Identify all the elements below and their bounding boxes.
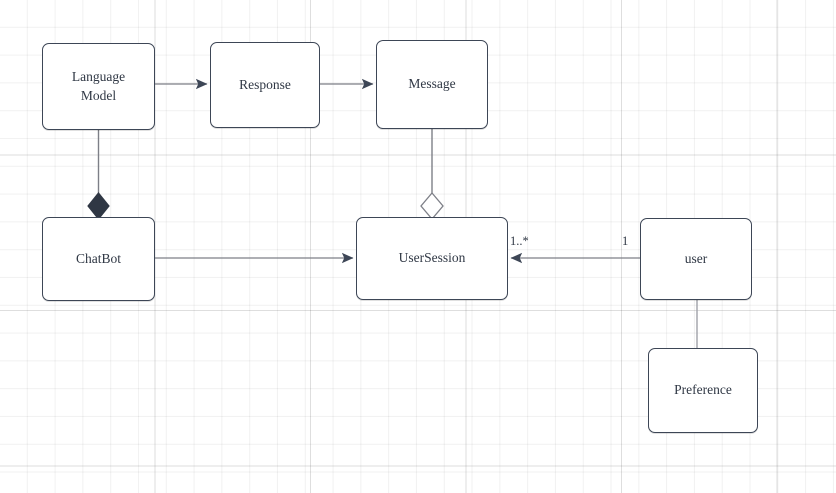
filled-diamond-marker bbox=[87, 192, 110, 220]
node-user-label: user bbox=[684, 250, 708, 266]
node-language-model[interactable]: Language Model bbox=[42, 43, 155, 130]
node-usersession-label: UserSession bbox=[398, 250, 466, 266]
node-chatbot-label: ChatBot bbox=[75, 250, 121, 266]
node-preference[interactable]: Preference bbox=[648, 348, 758, 433]
node-response[interactable]: Response bbox=[210, 42, 320, 128]
node-message-label: Message bbox=[408, 76, 456, 92]
edge-language-model-to-chatbot bbox=[87, 130, 110, 220]
edge-message-to-usersession bbox=[420, 129, 444, 221]
node-preference-label: Preference bbox=[674, 382, 732, 398]
node-response-label: Response bbox=[239, 76, 291, 92]
node-usersession[interactable]: UserSession bbox=[356, 217, 508, 300]
node-message[interactable]: Message bbox=[376, 40, 488, 129]
node-language-model-label: Language Model bbox=[71, 69, 126, 103]
multiplicity-user: 1 bbox=[622, 234, 629, 248]
multiplicity-usersession: 1..* bbox=[510, 234, 529, 248]
node-user[interactable]: user bbox=[640, 218, 752, 300]
hollow-diamond-marker bbox=[420, 191, 444, 221]
node-chatbot[interactable]: ChatBot bbox=[42, 217, 155, 301]
